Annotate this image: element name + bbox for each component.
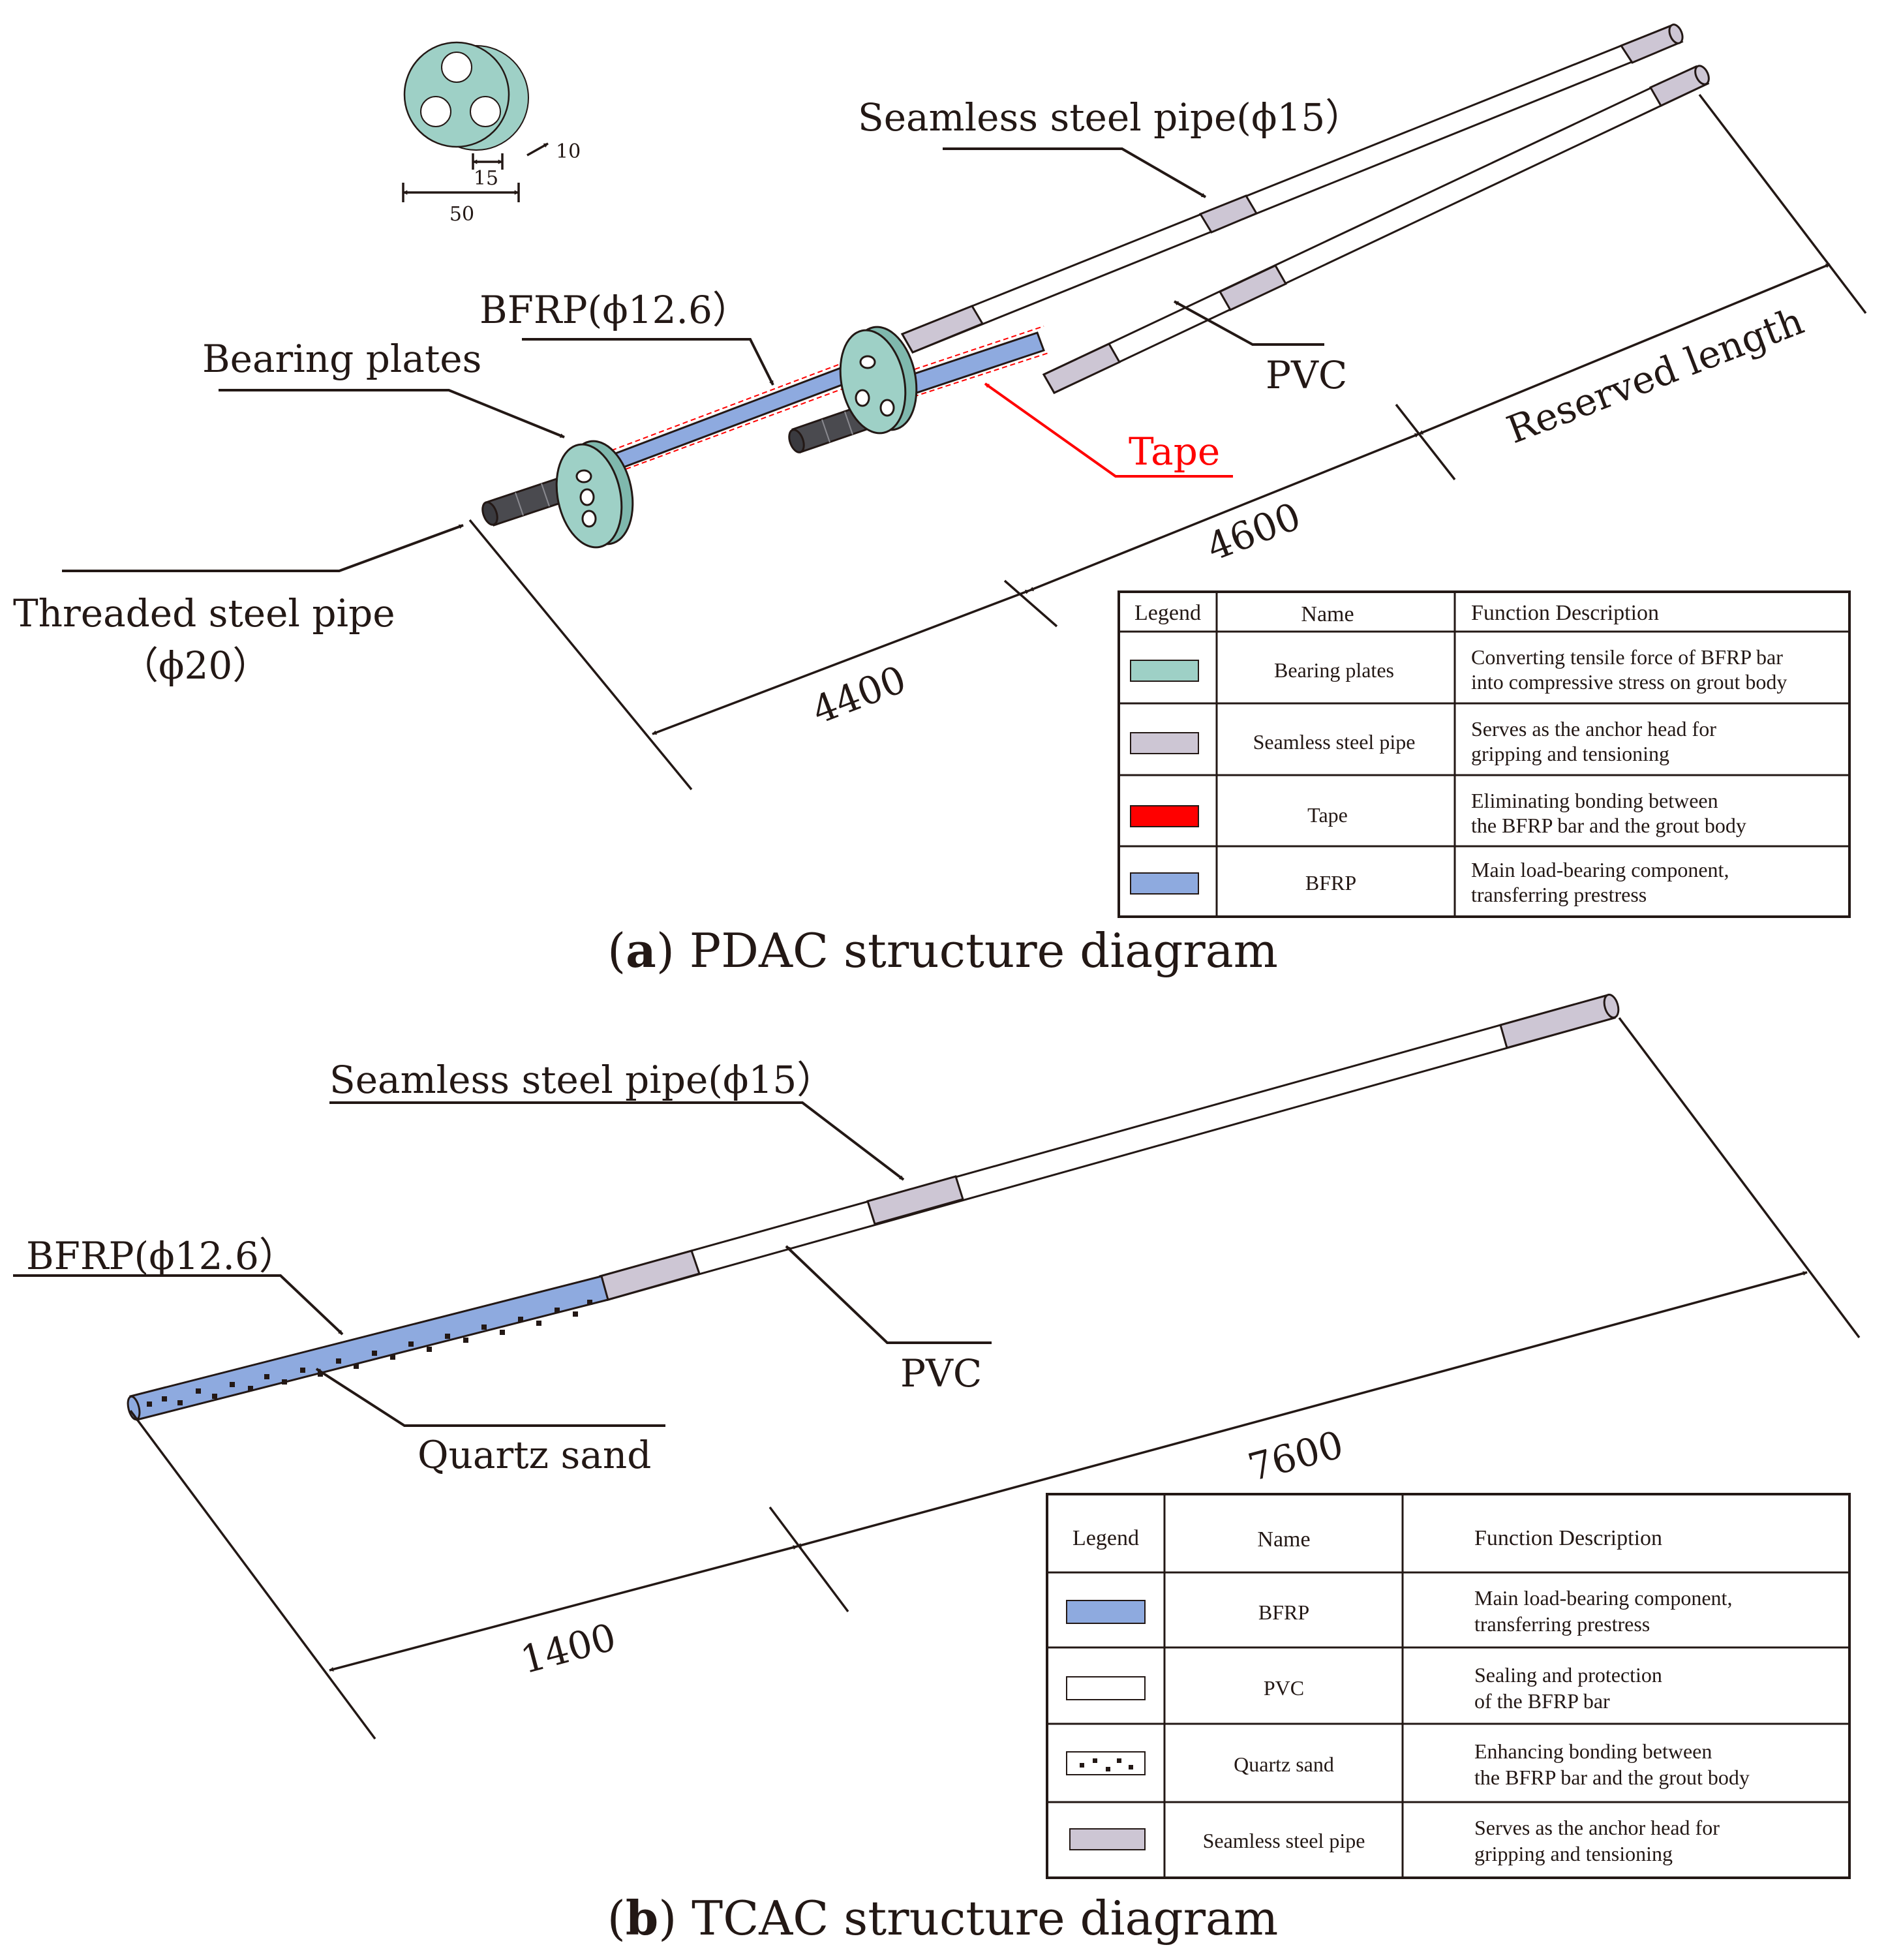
table-a-row2-desc1: Serves as the anchor head for (1471, 717, 1716, 741)
steel-sleeve-lower-1 (1042, 343, 1121, 394)
quartz-sand-pattern (147, 1300, 592, 1407)
steel-sleeve-b-3 (1499, 994, 1616, 1049)
ext-line-1400 (768, 1506, 849, 1613)
swatch-seamless-steel-pipe-b (1069, 1828, 1146, 1850)
panel-a: 15 50 10 (13, 23, 1867, 978)
swatch-bfrp-b (1066, 1600, 1146, 1624)
steel-sleeve-b-2 (866, 1175, 964, 1225)
table-b-header-name: Name (1257, 1527, 1310, 1552)
table-a-row4-desc2: transferring prestress (1471, 883, 1647, 906)
ext-line-4600 (1395, 403, 1456, 481)
table-b-row2-desc2: of the BFRP bar (1474, 1689, 1610, 1713)
legend-table-a: Legend Name Function Description Bearing… (1118, 590, 1851, 918)
caption-a-text: PDAC structure diagram (675, 923, 1278, 978)
ext-line-start (468, 519, 693, 791)
table-b-row3-name: Quartz sand (1234, 1753, 1334, 1776)
dim-label-4600: 4600 (1201, 494, 1307, 570)
table-b-row3-desc1: Enhancing bonding between (1474, 1739, 1712, 1763)
legend-table-b: Legend Name Function Description BFRP Ma… (1046, 1493, 1851, 1879)
ext-line-4400 (1003, 579, 1058, 628)
label-bearing-plates: Bearing plates (202, 337, 481, 381)
swatch-seamless-steel-pipe (1130, 732, 1199, 754)
label-seamless-steel-pipe-b: Seamless steel pipe(ϕ15） (329, 1058, 834, 1102)
bearing-plate-lower (555, 440, 634, 549)
caption-a: (a) PDAC structure diagram (607, 923, 1278, 978)
caption-b-text: TCAC structure diagram (677, 1891, 1278, 1946)
table-a-row4-name: BFRP (1305, 871, 1356, 895)
table-a-row3-desc2: the BFRP bar and the grout body (1471, 814, 1746, 837)
table-b-row2-name: PVC (1264, 1676, 1304, 1700)
plate-hole-right (470, 96, 501, 127)
dimensions-b (129, 1017, 1861, 1740)
table-b-row2-desc1: Sealing and protection (1474, 1663, 1662, 1687)
swatch-bearing-plates (1130, 660, 1199, 682)
table-a-header-name: Name (1301, 602, 1354, 626)
steel-sleeve-b-1 (599, 1249, 701, 1301)
steel-sleeve-lower-2 (1218, 264, 1288, 311)
dim-label-reserved-length: Reserved length (1501, 298, 1810, 452)
label-threaded-steel-diameter: （ϕ20） (121, 643, 270, 688)
steel-sleeve-upper-2 (1198, 194, 1258, 234)
swatch-quartz-sand (1066, 1751, 1146, 1775)
ext-line-7600 (1618, 1017, 1861, 1339)
table-a-row1-desc2: into compressive stress on grout body (1471, 670, 1787, 694)
table-b-header-function: Function Description (1474, 1526, 1662, 1550)
caption-b-letter: b (626, 1890, 658, 1946)
label-pvc-b: PVC (900, 1351, 982, 1396)
label-threaded-steel-pipe: Threaded steel pipe (13, 591, 395, 635)
table-a-row3-desc1: Eliminating bonding between (1471, 789, 1718, 812)
plate-hole-top (441, 52, 472, 83)
table-b-header-legend: Legend (1072, 1526, 1139, 1550)
label-pvc-a: PVC (1266, 353, 1347, 397)
panel-b: Seamless steel pipe(ϕ15） BFRP(ϕ12.6） PVC… (13, 993, 1861, 1946)
table-b-row1-name: BFRP (1258, 1600, 1309, 1624)
label-seamless-steel-pipe-a: Seamless steel pipe(ϕ15） (858, 95, 1363, 140)
table-a-row3-name: Tape (1307, 803, 1348, 827)
table-b-row4-desc2: gripping and tensioning (1474, 1842, 1673, 1865)
swatch-bfrp-a (1130, 872, 1199, 895)
swatch-pvc (1066, 1676, 1146, 1700)
bfrp-bar-b (129, 1275, 609, 1421)
table-a-row2-desc2: gripping and tensioning (1471, 742, 1669, 765)
ext-line-b-start (129, 1409, 376, 1740)
caption-b: (b) TCAC structure diagram (607, 1890, 1278, 1946)
table-a-row1-desc1: Converting tensile force of BFRP bar (1471, 645, 1783, 669)
plate-detail-drawing: 15 50 10 (402, 41, 581, 226)
anchor-bar-b (127, 993, 1620, 1421)
table-b-row1-desc1: Main load-bearing component, (1474, 1586, 1732, 1610)
bfrp-bar-upper (605, 359, 870, 472)
table-a-row2-name: Seamless steel pipe (1253, 730, 1416, 754)
table-b-row1-desc2: transferring prestress (1474, 1612, 1650, 1636)
plate-dim-15: 15 (474, 167, 498, 190)
pvc-tube-b (599, 994, 1616, 1301)
bearing-plate-upper (839, 326, 918, 435)
pvc-tube-upper (900, 25, 1684, 354)
table-b-row4-name: Seamless steel pipe (1203, 1829, 1365, 1852)
table-b-row3-desc2: the BFRP bar and the grout body (1474, 1766, 1750, 1789)
dim-label-4400: 4400 (806, 657, 912, 733)
plate-dim-50: 50 (449, 203, 474, 226)
ext-line-reserved (1698, 93, 1867, 314)
plate-hole-left (420, 96, 451, 127)
table-a-header-function: Function Description (1471, 601, 1659, 625)
plate-dim-10: 10 (556, 140, 581, 163)
dim-label-1400: 1400 (516, 1615, 620, 1683)
table-a-row4-desc1: Main load-bearing component, (1471, 858, 1729, 881)
table-a-row1-name: Bearing plates (1274, 658, 1394, 682)
caption-a-letter: a (626, 923, 656, 978)
dim-label-7600: 7600 (1243, 1422, 1348, 1490)
steel-sleeve-upper-1 (900, 305, 984, 354)
table-b-row4-desc1: Serves as the anchor head for (1474, 1816, 1720, 1839)
label-bfrp-b: BFRP(ϕ12.6） (26, 1234, 297, 1278)
label-bfrp-a: BFRP(ϕ12.6） (479, 288, 750, 332)
swatch-tape (1130, 805, 1199, 827)
label-quartz-sand: Quartz sand (418, 1433, 651, 1477)
label-tape: Tape (1129, 429, 1220, 474)
dimensions-a (468, 93, 1867, 791)
table-a-header-legend: Legend (1134, 601, 1201, 625)
